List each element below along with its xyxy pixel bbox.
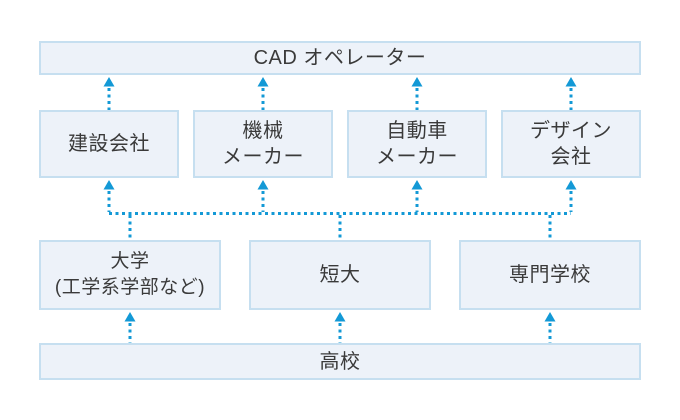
node-high-school: 高校: [39, 343, 641, 380]
node-automobile-maker-label: 自動車 メーカー: [376, 120, 458, 168]
node-junior-college-label: 短大: [319, 264, 361, 286]
arrows-employers-to-cad: [103, 77, 577, 110]
node-university: 大学 (工学系学部など): [39, 240, 221, 310]
node-construction-company-label: 建設会社: [68, 133, 150, 155]
node-vocational-school: 専門学校: [459, 240, 641, 310]
arrows-highschool-to-schools: [124, 312, 556, 343]
node-university-label: 大学 (工学系学部など): [54, 251, 206, 298]
node-design-company: デザイン 会社: [501, 110, 641, 178]
node-vocational-school-label: 専門学校: [509, 264, 591, 286]
node-high-school-label: 高校: [319, 350, 361, 373]
node-machinery-maker: 機械 メーカー: [193, 110, 333, 178]
node-automobile-maker: 自動車 メーカー: [347, 110, 487, 178]
node-design-company-label: デザイン 会社: [530, 120, 612, 168]
node-construction-company: 建設会社: [39, 110, 179, 178]
node-machinery-maker-label: 機械 メーカー: [222, 120, 304, 168]
node-cad-operator: CAD オペレーター: [39, 41, 641, 75]
node-junior-college: 短大: [249, 240, 431, 310]
node-cad-operator-label: CAD オペレーター: [253, 47, 427, 69]
connector-schools-to-employers: [103, 180, 577, 240]
